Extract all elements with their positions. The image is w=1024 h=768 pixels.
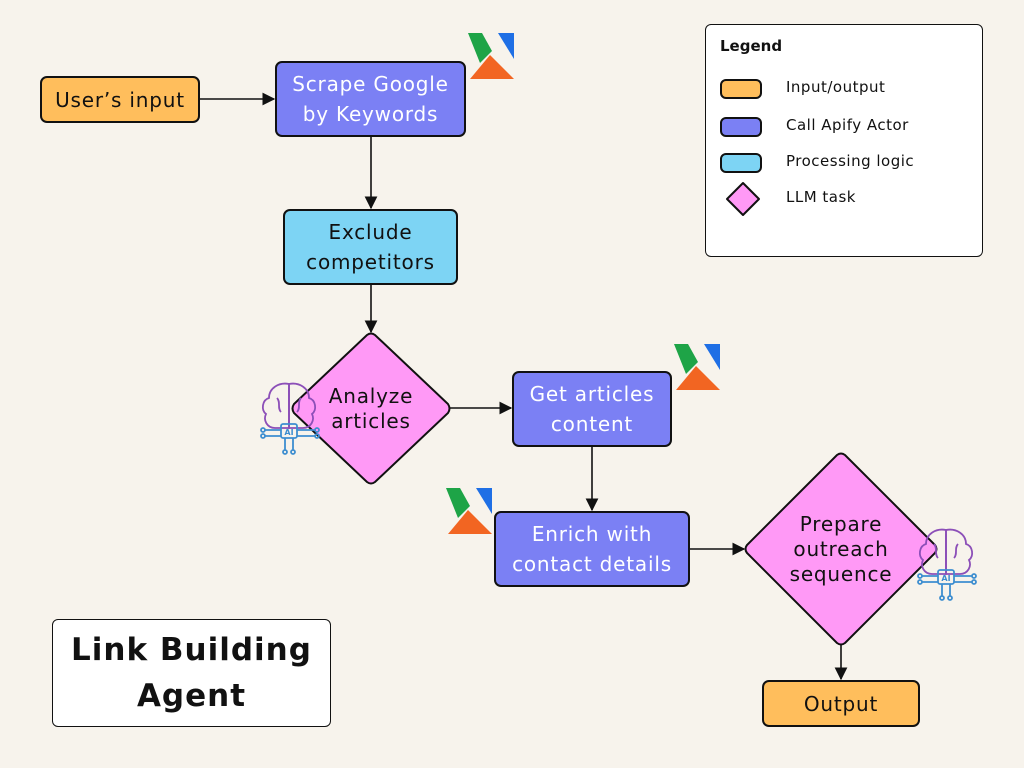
- legend-label: Call Apify Actor: [786, 116, 909, 134]
- node-exclude-competitors: Exclude competitors: [283, 209, 458, 285]
- node-scrape-google-label: Scrape Google by Keywords: [292, 72, 449, 126]
- legend: Legend Input/output Call Apify Actor Pro…: [705, 24, 983, 257]
- legend-title: Legend: [720, 37, 783, 55]
- legend-swatch: [720, 153, 762, 173]
- legend-item-input-output: Input/output: [720, 77, 970, 101]
- svg-text:AI: AI: [284, 428, 293, 437]
- legend-diamond-swatch: [726, 182, 760, 216]
- diagram-title: Link Building Agent: [71, 632, 312, 714]
- apify-logo-icon: [674, 344, 720, 390]
- diamond-shape: [744, 452, 938, 646]
- legend-swatch: [720, 117, 762, 137]
- node-exclude-competitors-label: Exclude competitors: [306, 220, 435, 274]
- legend-item-processing-logic: Processing logic: [720, 151, 970, 175]
- legend-label: LLM task: [786, 188, 856, 206]
- apify-logo-icon: [468, 33, 514, 79]
- node-scrape-google: Scrape Google by Keywords: [275, 61, 466, 137]
- legend-label: Processing logic: [786, 152, 915, 170]
- diagram-title-box: Link Building Agent: [52, 619, 331, 727]
- apify-logo-icon: [446, 488, 492, 534]
- node-analyze-articles: Analyze articles: [290, 332, 452, 485]
- node-output-label: Output: [803, 691, 879, 716]
- legend-item-call-apify-actor: Call Apify Actor: [720, 115, 970, 139]
- svg-text:AI: AI: [941, 574, 950, 583]
- node-user-input: User’s input: [40, 76, 200, 123]
- legend-item-llm-task: LLM task: [720, 182, 970, 216]
- diamond-shape: [291, 332, 451, 485]
- node-enrich-contacts: Enrich with contact details: [494, 511, 690, 587]
- ai-brain-chip-icon: AI: [917, 528, 977, 601]
- node-prepare-outreach: Prepare outreach sequence: [743, 452, 939, 646]
- legend-label: Input/output: [786, 78, 886, 96]
- node-user-input-label: User’s input: [55, 87, 185, 112]
- legend-swatch: [720, 79, 762, 99]
- node-prepare-outreach-label: Prepare outreach sequence: [789, 511, 893, 586]
- node-output: Output: [762, 680, 920, 727]
- node-get-articles-content-label: Get articles content: [529, 382, 655, 436]
- node-get-articles-content: Get articles content: [512, 371, 672, 447]
- ai-brain-chip-icon: AI: [260, 382, 320, 455]
- node-analyze-articles-label: Analyze articles: [328, 383, 414, 433]
- node-enrich-contacts-label: Enrich with contact details: [512, 522, 672, 576]
